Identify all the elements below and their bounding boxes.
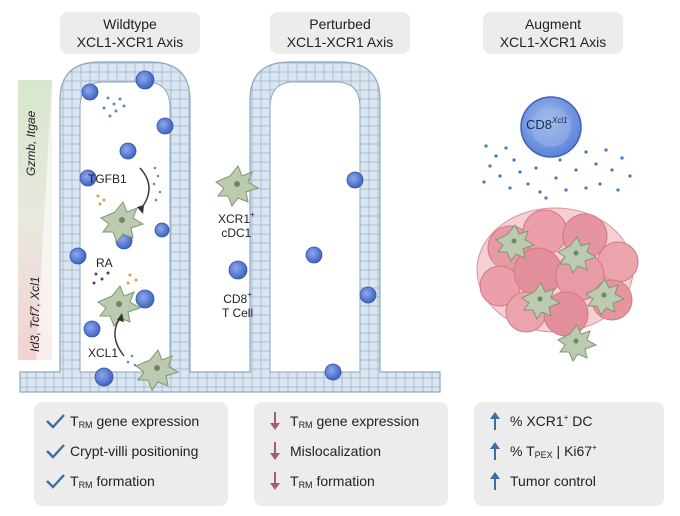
title-perturbed-line2: XCL1-XCR1 Axis — [286, 34, 394, 50]
panel-wildtype-row-3: TRM formation — [34, 468, 228, 494]
label-xcr1-cdc1: XCR1+ cDC1 — [218, 208, 255, 240]
wt-row3-post: formation — [92, 472, 155, 489]
wt-row1-sub: RM — [78, 419, 93, 430]
down-arrow-icon — [260, 471, 290, 491]
title-wildtype-line2: XCL1-XCR1 Axis — [76, 34, 184, 50]
tcell-legend — [228, 260, 248, 280]
title-augment-line2: XCL1-XCR1 Axis — [499, 34, 607, 50]
wt-row2-text: Crypt-villi positioning — [70, 443, 199, 459]
panel-wildtype-row-1: TRM gene expression — [34, 408, 228, 434]
label-cd8-sup: + — [247, 290, 252, 299]
label-cd8-cell: CD8 — [526, 117, 553, 132]
label-xcr1: XCR1 — [218, 212, 251, 226]
side-label-top-gene: Gzmb, Itgae — [24, 110, 38, 176]
panel-perturbed-row-3: TRM formation — [254, 468, 448, 494]
panel-perturbed: TRM gene expression Mislocalization TRM … — [254, 402, 448, 506]
pt-row3-post: formation — [312, 472, 375, 489]
au-row2-sup: + — [592, 442, 597, 452]
au-row3-text: Tumor control — [510, 473, 596, 489]
label-cdc1: cDC1 — [221, 226, 252, 240]
au-row2-post: | Ki67 — [552, 442, 593, 459]
title-augment: Augment XCL1-XCR1 Axis — [483, 12, 623, 54]
down-arrow-icon — [260, 411, 290, 431]
au-row1-post: DC — [568, 413, 593, 429]
down-arrow-icon — [260, 441, 290, 461]
label-xcl1: XCL1 — [88, 346, 119, 360]
panel-perturbed-row-1: TRM gene expression — [254, 408, 448, 434]
au-row2-pre: % T — [510, 442, 535, 459]
checkmark-icon — [40, 413, 70, 429]
label-cd8-tcell: CD8+ T Cell — [222, 288, 253, 320]
wt-row3-sub: RM — [78, 479, 93, 490]
wt-row3-pre: T — [70, 472, 79, 489]
migration-arrow-bottom — [114, 317, 125, 357]
title-wildtype: Wildtype XCL1-XCR1 Axis — [60, 12, 200, 54]
up-arrow-icon — [480, 411, 510, 431]
up-arrow-icon — [480, 441, 510, 461]
title-augment-line1: Augment — [524, 16, 582, 32]
label-cd8-cell-sup: Xcl1 — [552, 116, 568, 125]
checkmark-icon — [40, 473, 70, 489]
tcell-group-perturbed — [305, 171, 377, 381]
pt-row3-sub: RM — [298, 479, 313, 490]
tcell-group-wildtype — [69, 70, 174, 387]
title-perturbed: Perturbed XCL1-XCR1 Axis — [270, 12, 410, 54]
panel-augment-row-1: % XCR1+ DC — [474, 408, 664, 434]
label-cd8: CD8 — [223, 292, 248, 306]
panel-perturbed-row-2: Mislocalization — [254, 438, 448, 464]
panel-augment-row-3: Tumor control — [474, 468, 664, 494]
panel-augment: % XCR1+ DC % TPEX | Ki67+ Tumor control — [474, 402, 664, 506]
up-arrow-icon — [480, 471, 510, 491]
wt-row1-post: gene expression — [92, 412, 200, 429]
pt-row1-pre: T — [290, 412, 299, 429]
label-tcell: T Cell — [222, 306, 254, 320]
title-wildtype-line1: Wildtype — [103, 16, 157, 32]
label-tgfb1: TGFB1 — [88, 172, 127, 186]
tumor-mass — [476, 207, 639, 337]
xcl1-secretion-dots — [482, 144, 632, 200]
au-row2-sub: PEX — [534, 449, 553, 460]
pt-row3-pre: T — [290, 472, 299, 489]
panel-wildtype-row-2: Crypt-villi positioning — [34, 438, 228, 464]
au-row1-sup: + — [563, 413, 569, 422]
villus-lumen-right — [269, 81, 361, 373]
title-perturbed-line1: Perturbed — [309, 16, 371, 32]
pt-row1-sub: RM — [298, 419, 313, 430]
side-label-bottom-gene: Id3, Tcf7, Xcl1 — [28, 276, 42, 352]
checkmark-icon — [40, 443, 70, 459]
wt-row1-pre: T — [70, 412, 79, 429]
au-row1-pre: % XCR1 — [510, 413, 564, 429]
pt-row1-post: gene expression — [312, 412, 420, 429]
pt-row2-text: Mislocalization — [290, 443, 382, 459]
panel-augment-row-2: % TPEX | Ki67+ — [474, 438, 664, 464]
label-ra: RA — [96, 256, 113, 270]
label-xcr1-sup: + — [250, 210, 255, 219]
panel-wildtype: TRM gene expression Crypt-villi position… — [34, 402, 228, 506]
label-cd8-xcl1: CD8Xcl1 — [526, 116, 568, 132]
